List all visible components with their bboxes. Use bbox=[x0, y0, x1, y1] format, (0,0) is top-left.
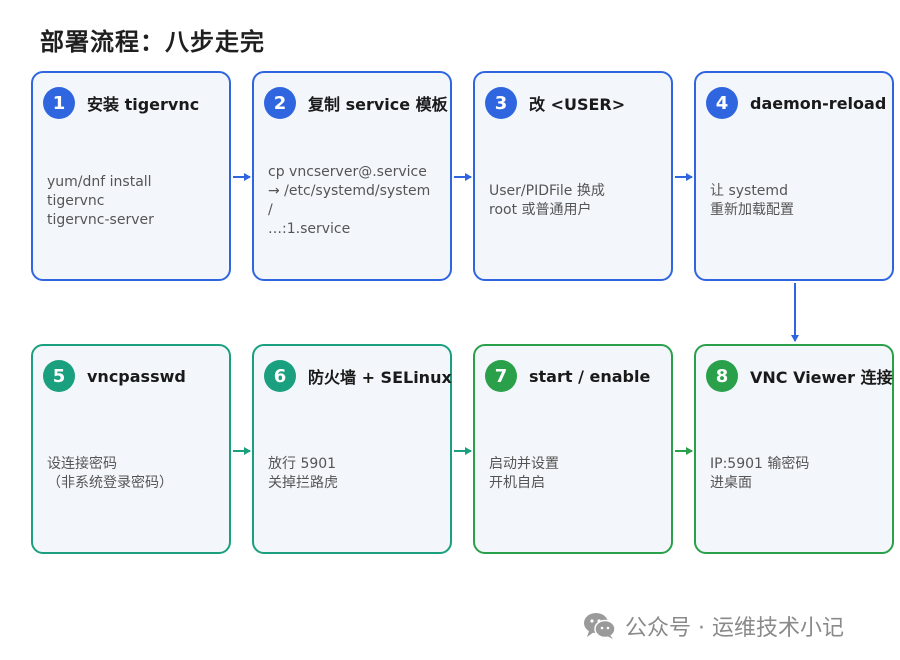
step-description-line: 重新加载配置 bbox=[710, 202, 794, 218]
step-title: start / enable bbox=[529, 366, 651, 386]
step-description-line: root 或普通用户 bbox=[489, 202, 592, 218]
step-description-line: 开机自启 bbox=[489, 475, 545, 491]
step-number-badge: 7 bbox=[485, 360, 517, 392]
step-description-line: User/PIDFile 换成 bbox=[489, 183, 605, 199]
step-title: vncpasswd bbox=[87, 366, 186, 386]
page-title: 部署流程：八步走完 bbox=[40, 28, 265, 56]
step-description-line: yum/dnf install bbox=[47, 173, 152, 190]
step-number-badge: 5 bbox=[43, 360, 75, 392]
step-description-line: IP:5901 输密码 bbox=[710, 456, 810, 472]
step-card-6: 6 防火墙 + SELinux 放行 5901 关掉拦路虎 bbox=[252, 344, 452, 554]
step-description: 让 systemd 重新加载配置 bbox=[710, 137, 884, 265]
step-description-line: 设连接密码 bbox=[47, 456, 117, 472]
step-card-7: 7 start / enable 启动并设置 开机自启 bbox=[473, 344, 673, 554]
step-card-3: 3 改 <USER> User/PIDFile 换成 root 或普通用户 bbox=[473, 71, 673, 281]
step-number-badge: 4 bbox=[706, 87, 738, 119]
step-description: 设连接密码 （非系统登录密码） bbox=[47, 410, 221, 538]
step-number-badge: 8 bbox=[706, 360, 738, 392]
step-description-line: 让 systemd bbox=[710, 183, 788, 199]
step-card-1: 1 安装 tigervnc yum/dnf install tigervnc t… bbox=[31, 71, 231, 281]
step-card-5: 5 vncpasswd 设连接密码 （非系统登录密码） bbox=[31, 344, 231, 554]
step-description-line: 关掉拦路虎 bbox=[268, 475, 338, 491]
step-description-line: / bbox=[268, 202, 273, 218]
step-description-line: tigervnc bbox=[47, 192, 105, 209]
step-description: cp vncserver@.service → /etc/systemd/sys… bbox=[268, 137, 442, 265]
step-title: 防火墙 + SELinux bbox=[308, 368, 452, 387]
step-title: 改 <USER> bbox=[529, 95, 626, 114]
step-title: daemon-reload bbox=[750, 93, 887, 113]
step-number-badge: 3 bbox=[485, 87, 517, 119]
step-description: IP:5901 输密码 进桌面 bbox=[710, 410, 884, 538]
step-description-line: tigervnc-server bbox=[47, 211, 154, 228]
step-description: 放行 5901 关掉拦路虎 bbox=[268, 410, 442, 538]
step-description-line: （非系统登录密码） bbox=[47, 475, 173, 491]
step-title: VNC Viewer 连接 bbox=[750, 368, 893, 387]
footer-watermark: 公众号 · 运维技术小记 bbox=[583, 610, 844, 642]
step-description: User/PIDFile 换成 root 或普通用户 bbox=[489, 137, 663, 265]
step-card-4: 4 daemon-reload 让 systemd 重新加载配置 bbox=[694, 71, 894, 281]
step-description-line: 放行 5901 bbox=[268, 456, 337, 472]
step-description-line: → /etc/systemd/system bbox=[268, 183, 431, 199]
step-number-badge: 2 bbox=[264, 87, 296, 119]
step-description: 启动并设置 开机自启 bbox=[489, 410, 663, 538]
step-number-badge: 1 bbox=[43, 87, 75, 119]
step-title: 复制 service 模板 bbox=[308, 95, 448, 114]
step-description-line: …:1.service bbox=[268, 221, 351, 237]
step-description: yum/dnf install tigervnc tigervnc-server bbox=[47, 137, 221, 265]
step-description-line: cp vncserver@.service bbox=[268, 164, 427, 180]
step-card-2: 2 复制 service 模板 cp vncserver@.service → … bbox=[252, 71, 452, 281]
footer-label: 公众号 · 运维技术小记 bbox=[625, 616, 844, 641]
step-title: 安装 tigervnc bbox=[87, 95, 200, 114]
step-number-badge: 6 bbox=[264, 360, 296, 392]
wechat-icon bbox=[584, 613, 616, 639]
step-card-8: 8 VNC Viewer 连接 IP:5901 输密码 进桌面 bbox=[694, 344, 894, 554]
step-description-line: 进桌面 bbox=[710, 475, 752, 491]
step-description-line: 启动并设置 bbox=[489, 456, 559, 472]
